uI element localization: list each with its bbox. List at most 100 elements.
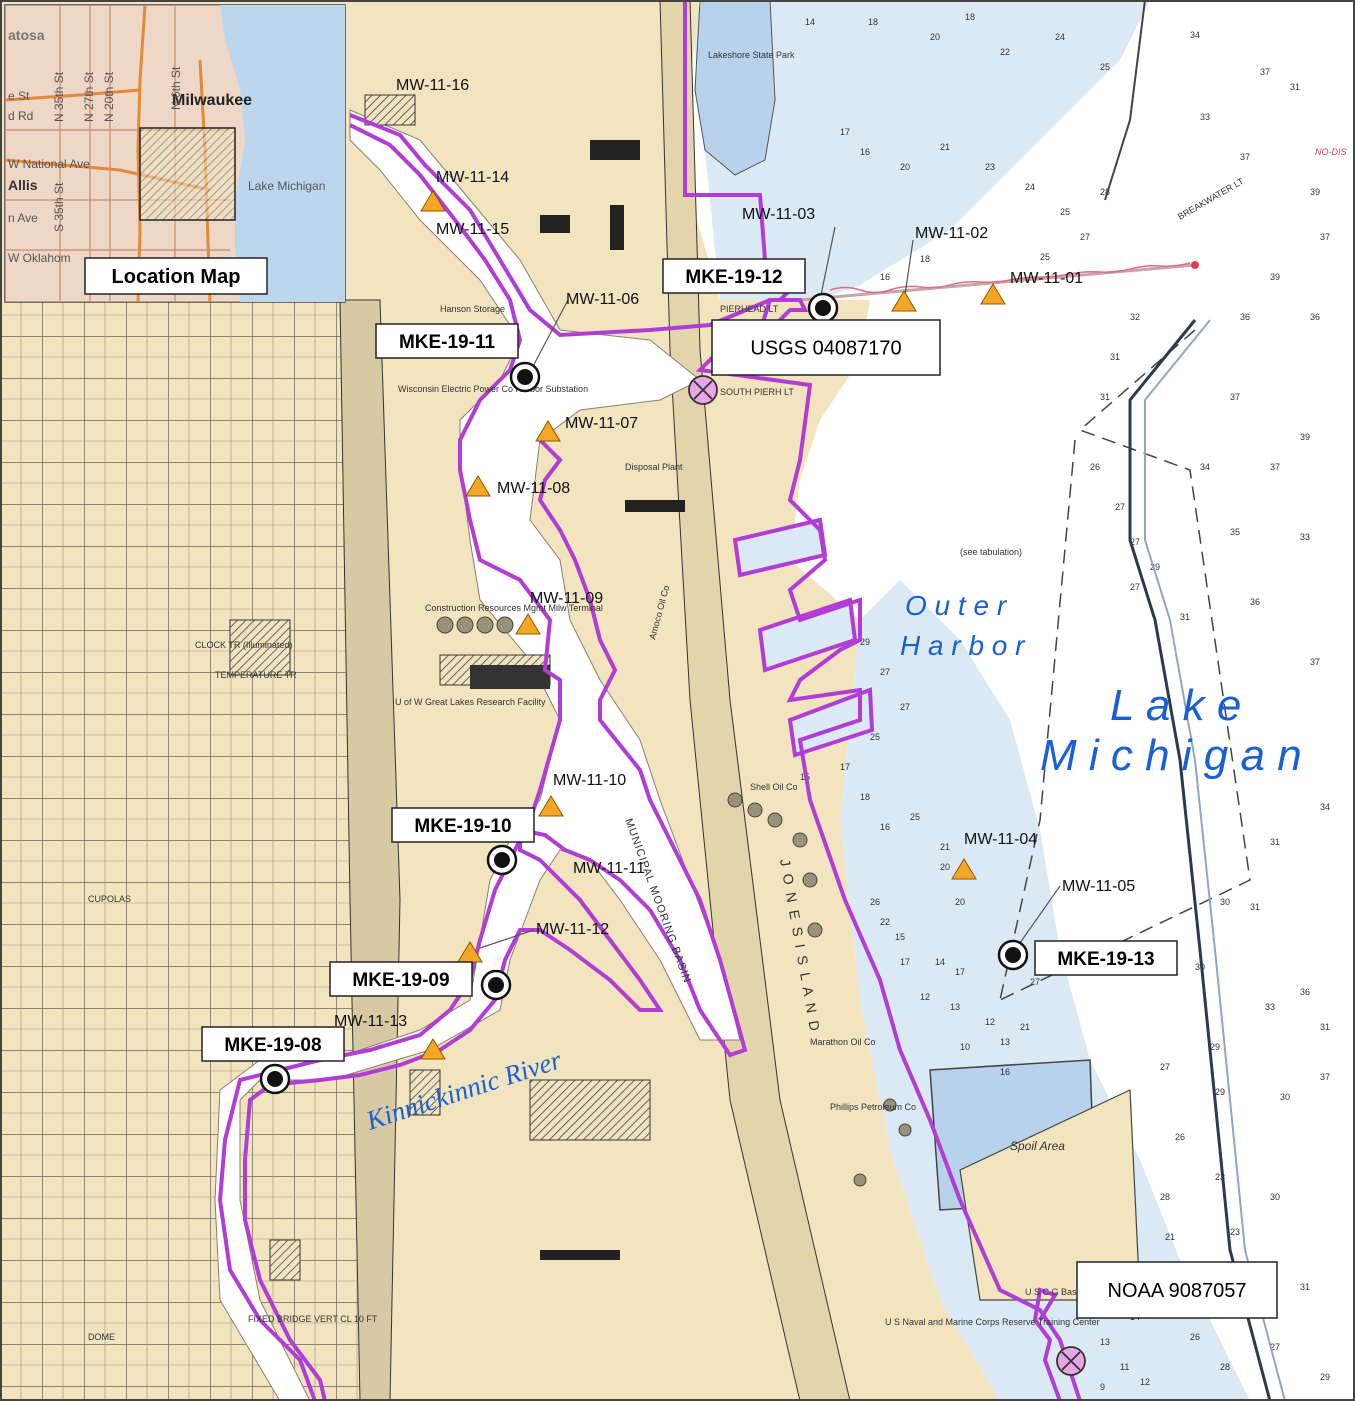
uscg-boundary — [1032, 1287, 1062, 1401]
study-area-boundary — [349, 113, 1082, 1401]
svg-text:25: 25 — [1040, 252, 1050, 262]
dome-label: DOME — [88, 1332, 115, 1342]
mw-label: MW-11-07 — [565, 415, 638, 432]
inset-street-label: W Oklahom — [8, 251, 71, 265]
north-breakwater — [1104, 0, 1146, 201]
svg-text:18: 18 — [920, 254, 930, 264]
lake-michigan-line-1: L a k e — [1110, 681, 1241, 730]
uscg-label: U S C G Base — [1025, 1287, 1082, 1297]
location-inset: Milwaukee Lake Michigan atosa N 35th St … — [4, 4, 346, 303]
cupolas-label: CUPOLAS — [88, 894, 131, 904]
lake-michigan-line-2: M i c h i g a n — [1040, 731, 1302, 780]
building-hatched — [529, 1079, 651, 1141]
mw-label: MW-11-13 — [334, 1013, 407, 1030]
svg-text:24: 24 — [1025, 182, 1035, 192]
mw-label: MW-11-01 — [1010, 270, 1083, 287]
temperature-tower-label: TEMPERATURE TR — [215, 670, 297, 680]
station-label: MKE-19-10 — [414, 816, 511, 837]
svg-text:28: 28 — [1220, 1362, 1230, 1372]
building-hatched — [364, 94, 416, 126]
svg-text:31: 31 — [1110, 352, 1120, 362]
inset-street-label: W National Ave — [8, 157, 90, 171]
svg-text:21: 21 — [940, 142, 950, 152]
see-tabulation-label: (see tabulation) — [960, 547, 1022, 557]
station-label: MKE-19-11 — [399, 332, 496, 353]
svg-text:37: 37 — [1260, 67, 1270, 77]
breakwater-light — [1191, 261, 1199, 269]
svg-text:37: 37 — [1320, 232, 1330, 242]
svg-text:29: 29 — [1210, 1042, 1220, 1052]
mw-leader-line — [819, 226, 836, 301]
mw-triangle-marker[interactable] — [420, 1038, 446, 1060]
mw-triangle-marker[interactable] — [951, 858, 977, 880]
mw-triangle-marker[interactable] — [535, 420, 561, 442]
mw-label: MW-11-09 — [530, 590, 603, 607]
svg-text:21: 21 — [1165, 1232, 1175, 1242]
mw-triangle-marker[interactable] — [515, 613, 541, 635]
mw-label: MW-11-05 — [1062, 878, 1135, 895]
station-marker-core — [1005, 947, 1021, 963]
svg-text:20: 20 — [955, 897, 965, 907]
south-slip-boundary-1 — [732, 517, 828, 578]
svg-text:39: 39 — [1310, 187, 1320, 197]
mw-label: MW-11-08 — [497, 480, 570, 497]
svg-text:37: 37 — [1310, 657, 1320, 667]
svg-text:25: 25 — [1060, 207, 1070, 217]
south-slip-boundary-3 — [787, 687, 875, 758]
svg-text:16: 16 — [860, 147, 870, 157]
no-dis-label: NO-DIS — [1315, 147, 1347, 157]
study-area-boundary-channel-east — [243, 438, 748, 1401]
svg-text:15: 15 — [895, 932, 905, 942]
mw-triangle-marker[interactable] — [980, 283, 1006, 305]
svg-text:20: 20 — [900, 162, 910, 172]
svg-text:27: 27 — [1130, 537, 1140, 547]
tanks-construction — [436, 616, 514, 634]
mw-triangle-marker[interactable] — [538, 795, 564, 817]
svg-text:20: 20 — [930, 32, 940, 42]
station-marker-core — [494, 852, 510, 868]
svg-text:27: 27 — [1160, 1062, 1170, 1072]
svg-text:37: 37 — [1320, 1072, 1330, 1082]
inset-street-label: Allis — [8, 177, 38, 193]
inset-city-label: Milwaukee — [172, 92, 252, 109]
svg-text:12: 12 — [920, 992, 930, 1002]
mw-triangle-marker[interactable] — [465, 475, 491, 497]
svg-text:29: 29 — [1215, 1087, 1225, 1097]
breakwater-wavy — [829, 262, 1191, 294]
inset-street-label: N 27th St — [82, 71, 96, 122]
shell-label: Shell Oil Co — [750, 782, 798, 792]
svg-text:31: 31 — [1290, 82, 1300, 92]
station-label: MKE-19-08 — [224, 1035, 321, 1056]
mw-triangle-marker[interactable] — [420, 190, 446, 212]
dashed-harbor-limit — [999, 329, 1251, 1001]
station-label-box — [662, 258, 806, 294]
svg-text:30: 30 — [1220, 897, 1230, 907]
svg-text:29: 29 — [860, 637, 870, 647]
south-pierhead-label: SOUTH PIERH LT — [720, 387, 794, 397]
svg-text:21: 21 — [1020, 1022, 1030, 1032]
lakeshore-park-pond — [694, 0, 776, 176]
outer-breakwater — [1128, 319, 1272, 1401]
mw-label: MW-11-03 — [742, 206, 815, 223]
great-lakes-label: U of W Great Lakes Research Facility — [395, 697, 546, 707]
svg-text:28: 28 — [1100, 187, 1110, 197]
svg-text:12: 12 — [985, 1017, 995, 1027]
svg-text:34: 34 — [1200, 462, 1210, 472]
svg-text:18: 18 — [860, 792, 870, 802]
street-grid — [0, 300, 380, 1401]
svg-text:27: 27 — [900, 702, 910, 712]
svg-text:28: 28 — [1160, 1192, 1170, 1202]
svg-text:14: 14 — [935, 957, 945, 967]
svg-text:25: 25 — [910, 812, 920, 822]
building-solid — [590, 140, 640, 160]
svg-text:17: 17 — [840, 762, 850, 772]
svg-text:27: 27 — [880, 667, 890, 677]
svg-text:13: 13 — [1100, 1337, 1110, 1347]
svg-text:39: 39 — [1300, 432, 1310, 442]
naval-label: U S Naval and Marine Corps Reserve Train… — [885, 1317, 1100, 1327]
mw-triangle-marker[interactable] — [891, 290, 917, 312]
gauge-marker-cross — [1061, 1351, 1081, 1371]
svg-text:31: 31 — [1250, 902, 1260, 912]
gauge-label: NOAA 9087057 — [1108, 1280, 1247, 1302]
